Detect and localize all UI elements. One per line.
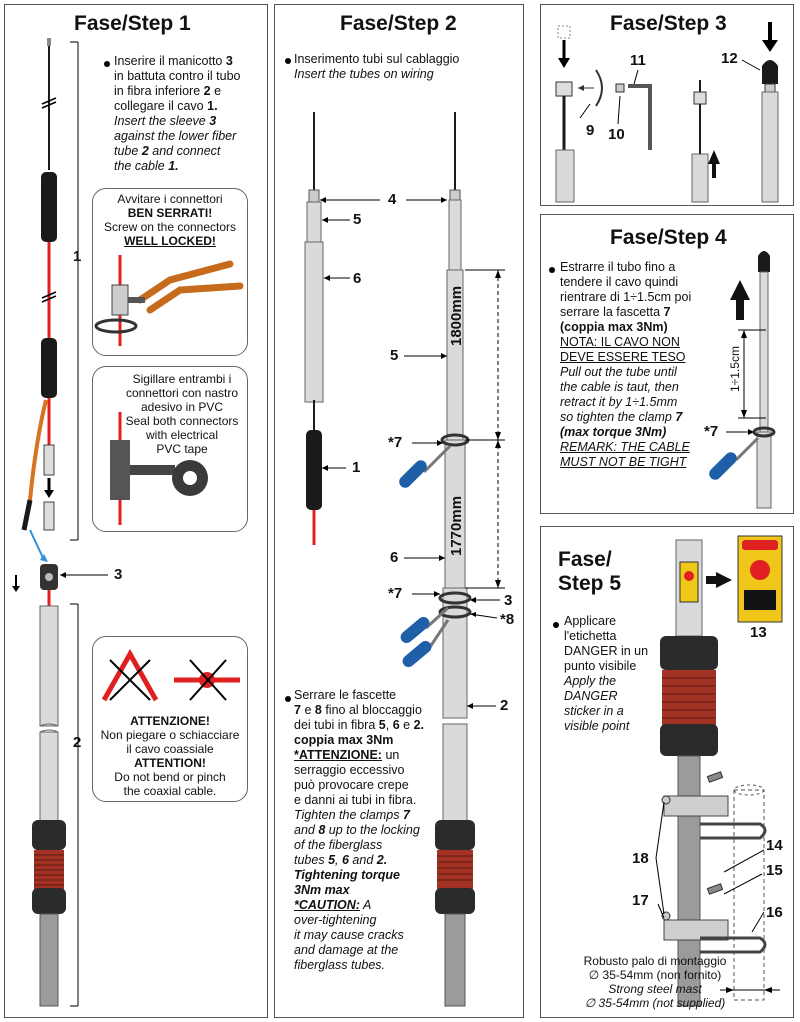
step1-label-1: 1 — [73, 248, 82, 265]
step3-label-10: 10 — [608, 126, 625, 143]
step1-label-2: 2 — [73, 734, 82, 751]
step4-title: Fase/Step 4 — [610, 226, 727, 249]
steel-mast — [733, 789, 765, 1001]
step2-bullet — [285, 58, 291, 64]
connector-lock-box — [92, 188, 248, 356]
cable-tip — [47, 38, 51, 46]
step2-label-1: 1 — [352, 459, 361, 476]
step2-label-6b: 6 — [390, 549, 399, 566]
step5-label-18: 18 — [632, 850, 649, 867]
step4-label-7: *7 — [704, 423, 719, 440]
connector-top — [43, 444, 55, 476]
step4-instructions: Estrarre il tubo fino a tendere il cavo … — [560, 260, 692, 469]
step1-instructions: Inserire il manicotto 3 in battuta contr… — [114, 54, 241, 173]
step2-label-5b: 5 — [390, 347, 399, 364]
step4-panel — [540, 214, 794, 514]
tape-seal-text: Sigillare entrambi i connettori con nast… — [125, 372, 239, 456]
step2-instructions: Serrare le fascette 7 e 8 fino al blocca… — [294, 688, 425, 972]
step2-label-4: 4 — [388, 191, 397, 208]
step2-panel — [274, 4, 524, 1018]
step3-title: Fase/Step 3 — [610, 12, 727, 35]
step4-bullet — [549, 267, 555, 273]
step2-intro: Inserimento tubi sul cablaggio Insert th… — [294, 52, 460, 81]
choke-2 — [41, 338, 57, 398]
tape-seal-box — [92, 366, 248, 532]
step3-label-9: 9 — [586, 122, 595, 139]
orange-cable — [28, 399, 48, 501]
step1-title: Fase/Step 1 — [74, 12, 191, 35]
step2-label-6a: 6 — [353, 270, 362, 287]
step3-panel — [540, 4, 794, 206]
lower-tube — [39, 605, 59, 727]
choke-1 — [41, 172, 57, 242]
step2-label-2: 2 — [500, 697, 509, 714]
step2-label-8: *8 — [500, 611, 515, 628]
step2-label-5a: 5 — [353, 211, 362, 228]
step1-label-3: 3 — [114, 566, 123, 583]
connector-bottom — [43, 501, 55, 531]
warning-text: ATTENZIONE! Non piegare o schiacciare il… — [100, 714, 240, 798]
mount-top — [32, 820, 66, 850]
step2-label-7a: *7 — [388, 434, 403, 451]
mast-note: Robusto palo di montaggio ∅ 35-54mm (non… — [583, 954, 727, 1010]
step5-label-15: 15 — [766, 862, 783, 879]
step5-title-2: Step 5 — [558, 572, 622, 595]
connector-lock-text: Avvitare i connettori BEN SERRATI! Screw… — [103, 192, 237, 248]
step2-bullet-2 — [285, 696, 291, 702]
step5-label-16: 16 — [766, 904, 783, 921]
step5-label-13: 13 — [750, 624, 767, 641]
step2-label-3: 3 — [504, 592, 513, 609]
step1-bullet — [104, 61, 110, 67]
step2-title: Fase/Step 2 — [340, 12, 457, 35]
step2-label-7b: *7 — [388, 585, 403, 602]
step5-title-1: Fase/ — [558, 548, 612, 571]
step5-instructions: Applicare l'etichetta DANGER in un punto… — [564, 614, 649, 733]
step3-label-11: 11 — [630, 52, 646, 69]
mast-stub — [39, 913, 59, 1007]
step5-label-14: 14 — [766, 837, 783, 854]
step5-label-17: 17 — [632, 892, 649, 909]
step3-label-12: 12 — [721, 50, 738, 67]
step5-bullet — [553, 622, 559, 628]
